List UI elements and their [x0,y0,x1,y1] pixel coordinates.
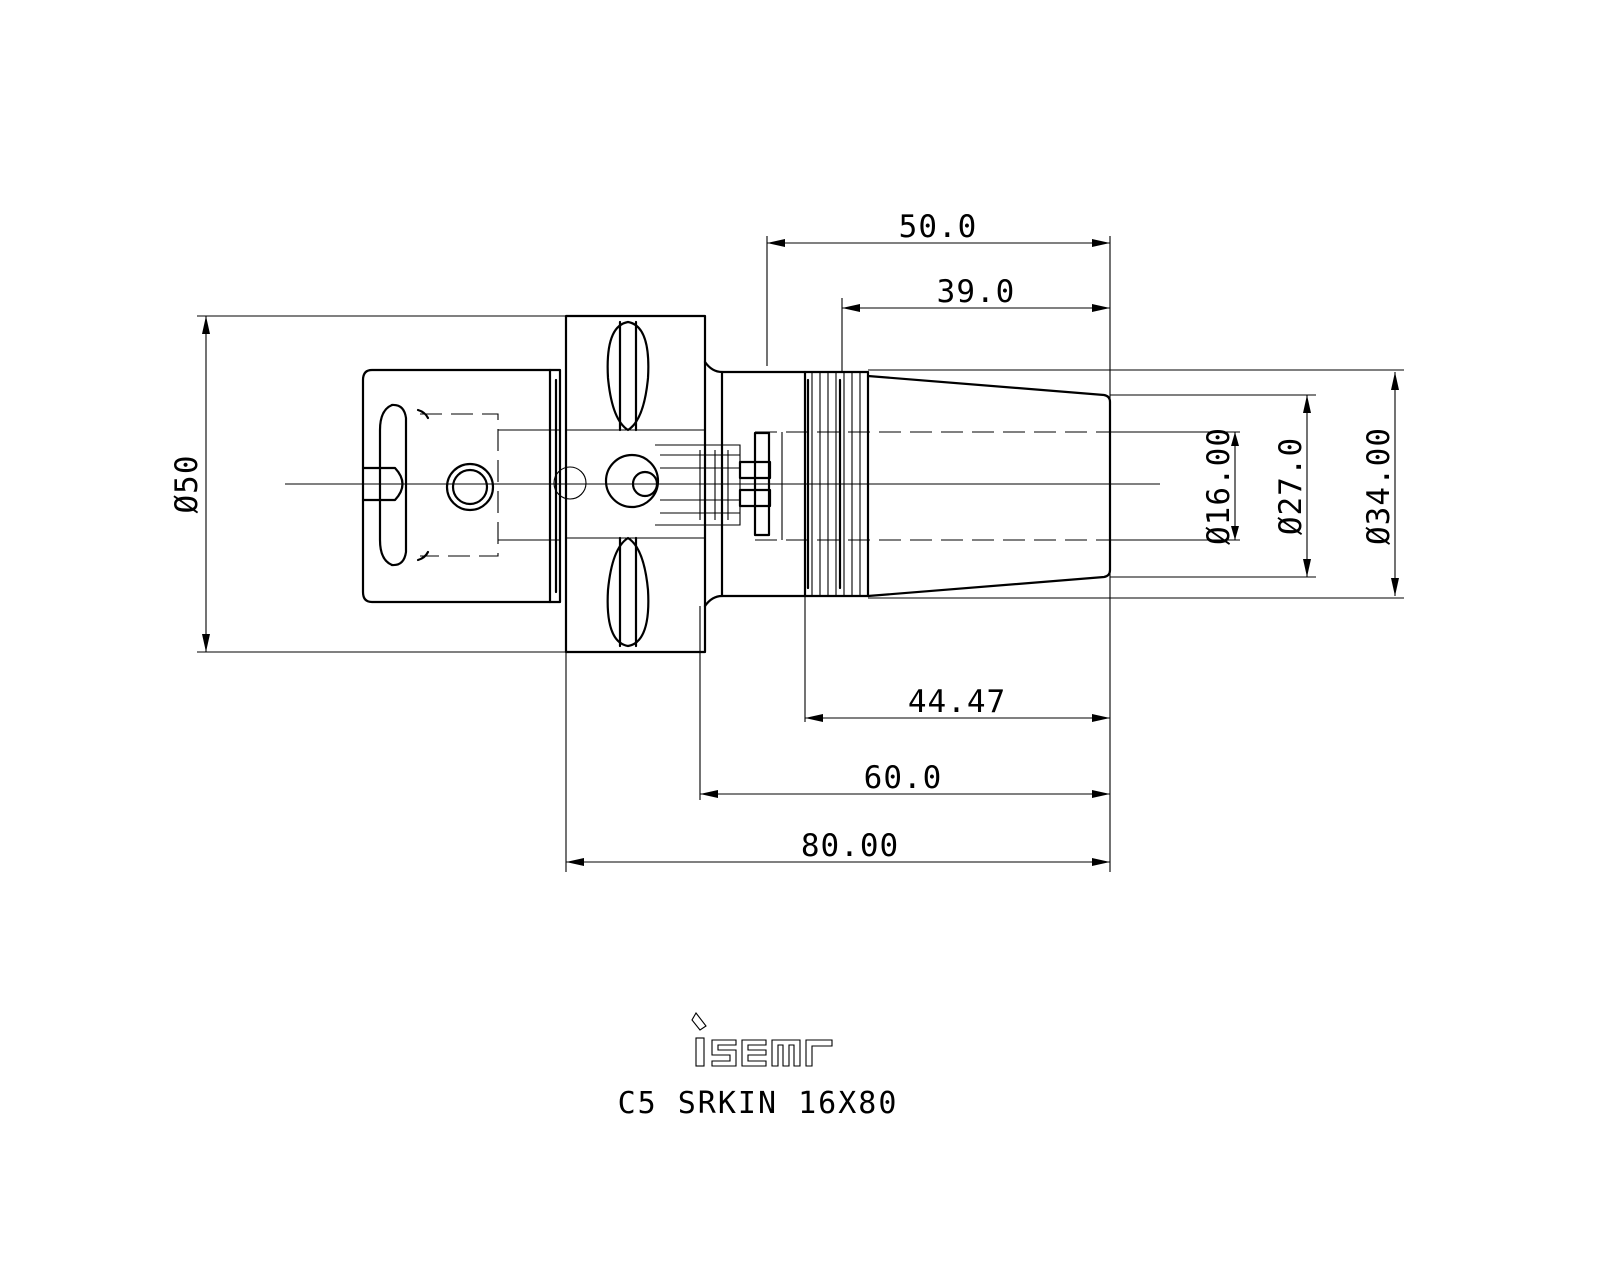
tool-body [285,314,1240,654]
flange-slot-bottom-lines [618,536,638,648]
dim-60: 60.0 [864,760,943,796]
groove-detail [416,408,430,420]
coupling-shank [361,368,562,604]
iscar-logo [691,1012,833,1067]
dim-dia50: Ø50 [169,455,205,514]
flange-slot-top-lines [618,320,638,432]
dim-44-47: 44.47 [908,684,1006,720]
screw-hole-outer [445,462,495,512]
groove-detail-2 [416,550,430,562]
shank-hidden-bore [420,413,499,557]
tapered-nose [866,374,1112,598]
flange-inner-lines [566,429,705,539]
flange-hole-outer [604,453,660,509]
clamp-mechanism [655,431,772,537]
flange-side-hole [553,466,587,500]
key-slot [361,466,404,502]
dim-50: 50.0 [899,209,978,245]
flange-slot-top [606,320,650,432]
dim-dia16: Ø16.00 [1201,427,1237,545]
flange-hole-inner [631,470,659,498]
dim-80: 80.00 [801,828,899,864]
dim-dia34: Ø34.00 [1361,427,1397,545]
dim-39: 39.0 [937,274,1016,310]
groove-ring-inner [378,403,394,567]
groove-ring [390,403,408,567]
flange [564,314,707,654]
thread-lines [806,372,861,596]
flange-slot-bottom [606,536,650,648]
part-number: C5 SRKIN 16X80 [618,1086,899,1121]
dim-dia27: Ø27.0 [1273,437,1309,535]
dimension-lines [197,236,1404,872]
screw-hole-inner [451,468,489,506]
shank-inner-lines [498,429,560,541]
